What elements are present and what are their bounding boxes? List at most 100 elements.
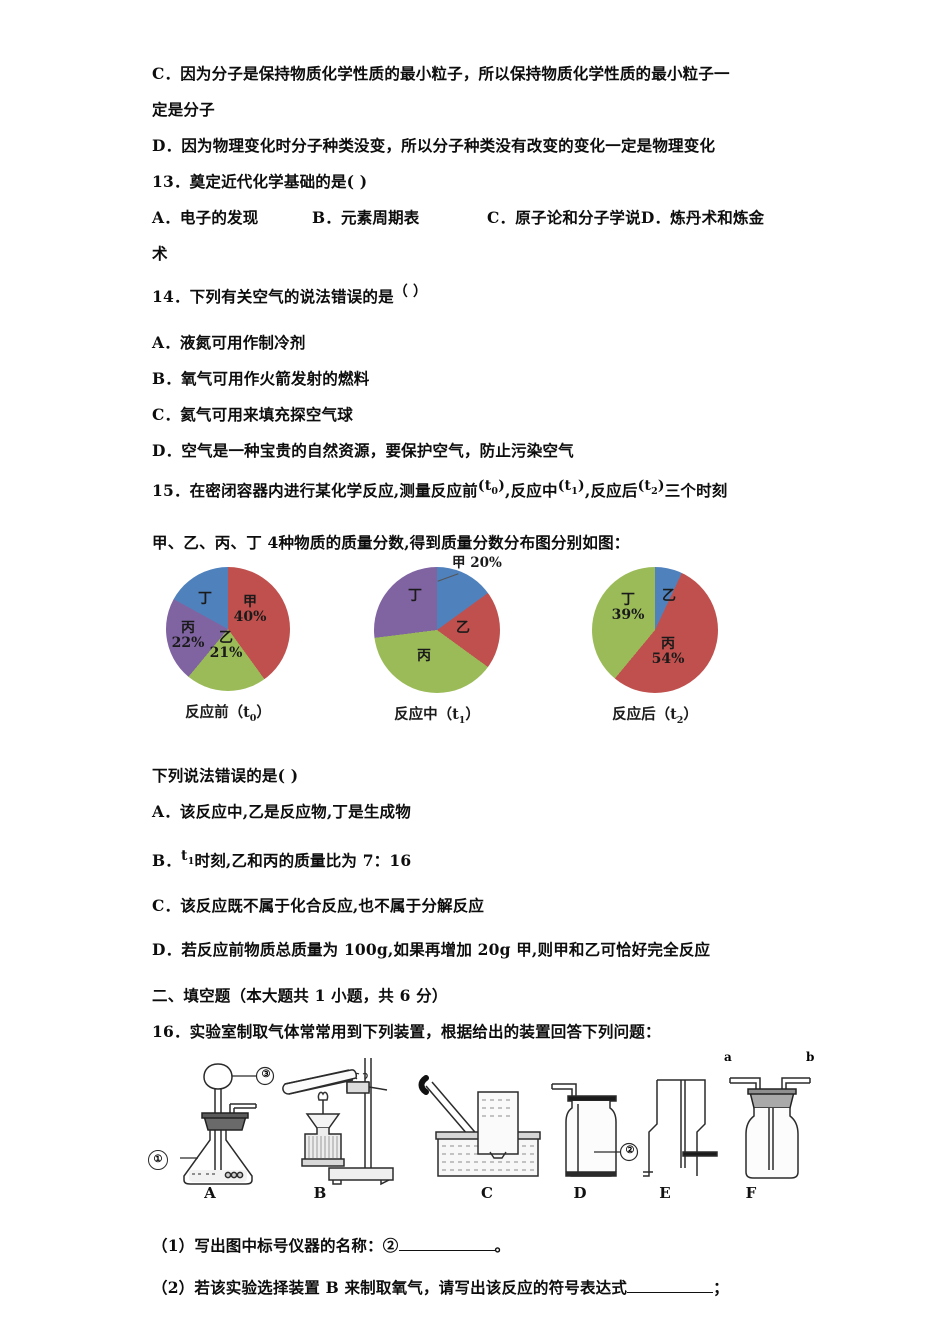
pie-3-ding-name: 丁	[621, 591, 635, 608]
apparatus-d-label-2: ②	[625, 1144, 635, 1156]
q15-option-d: D．若反应前物质总质量为 100g,如果再增加 20g 甲,则甲和乙可恰好完全反…	[152, 939, 711, 959]
q16-sub-1: （1）写出图中标号仪器的名称：②。	[152, 1228, 800, 1264]
pie-1-slice-yi: 乙 21%	[206, 630, 246, 661]
q14-option-d: D．空气是一种宝贵的自然资源，要保护空气，防止污染空气	[152, 441, 574, 461]
q15-t2-marker: (t2)	[637, 478, 665, 497]
q15-option-b-letter: B．	[152, 851, 182, 871]
pie-3-graphic: 乙 丙 54% 丁 39%	[592, 566, 718, 693]
q15-t2-close: )	[657, 478, 665, 495]
q16-sub-1-answer-blank[interactable]	[398, 1249, 495, 1251]
pie-3-caption-sub: 2	[676, 714, 684, 726]
q14-option-b: B．氧气可用作火箭发射的燃料	[152, 369, 370, 389]
q16-sub-2: （2）若该实验选择装置 B 来制取氧气，请写出该反应的符号表达式；	[152, 1270, 800, 1306]
q15-stem-line2: 甲、乙、丙、丁 4种物质的质量分数,得到质量分数分布图分别如图：	[152, 532, 630, 552]
q14-stem-parenthesis: （ ）	[393, 284, 428, 300]
apparatus-a: ③	[172, 1058, 284, 1190]
q15-stem-line1: 15．在密闭容器内进行某化学反应,测量反应前(t0),反应中(t1),反应后(t…	[152, 469, 800, 509]
pie-2-caption-main: 反应中（t	[394, 705, 459, 723]
pie-3-caption: 反应后（t2）	[592, 703, 718, 726]
pie-3-caption-end: ）	[683, 705, 698, 723]
pie-1-slice-jia: 甲 40%	[228, 593, 272, 625]
pie-1-bing-name: 丙	[181, 619, 195, 636]
q15-question-prompt: 下列说法错误的是( )	[152, 765, 299, 785]
pie-2-caption: 反应中（t1）	[374, 703, 500, 726]
apparatus-label-f: F	[745, 1183, 757, 1202]
apparatus-f-label-a: a	[724, 1049, 732, 1064]
q15-option-c: C．该反应既不属于化合反应,也不属于分解反应	[152, 895, 485, 915]
q14-option-a: A．液氮可用作制冷剂	[152, 333, 306, 353]
pie-1-jia-name: 甲	[243, 593, 257, 610]
pie-1-caption-main: 反应前（t	[185, 703, 250, 721]
pie-1-bing-value: 22%	[171, 634, 205, 651]
q14-stem: 14．下列有关空气的说法错误的是（ ）	[152, 272, 800, 317]
apparatus-d: ②	[548, 1074, 640, 1190]
apparatus-e	[639, 1072, 725, 1190]
pie-chart-after-reaction: 乙 丙 54% 丁 39% 反应后（t2）	[592, 566, 718, 726]
apparatus-f-label-b: b	[806, 1049, 815, 1064]
pie-3-slice-bing: 丙 54%	[648, 636, 688, 667]
apparatus-b	[277, 1056, 397, 1190]
pie-2-caption-sub: 1	[458, 714, 466, 726]
pie-1-slice-ding: 丁	[188, 590, 222, 607]
pie-2-graphic: 乙 丙 丁	[374, 566, 500, 693]
q13-option-d-continuation: 术	[152, 244, 168, 263]
q15-t1-subscript: 1	[571, 485, 579, 497]
apparatus-label-d: D	[573, 1183, 587, 1202]
pie-3-slice-ding: 丁 39%	[606, 591, 650, 623]
apparatus-a-label-1: ①	[148, 1149, 168, 1170]
q13-option-c: C．原子论和分子学说	[487, 208, 641, 227]
apparatus-label-c: C	[481, 1183, 493, 1202]
pie-3-caption-main: 反应后（t	[612, 705, 677, 723]
q15-option-b-subscript: 1	[187, 855, 195, 867]
pie-2-slice-ding: 丁	[400, 587, 430, 604]
q13-option-a: A．电子的发现	[152, 208, 259, 227]
apparatus-f: a b	[724, 1050, 824, 1190]
q15-t1-open: (t	[557, 478, 572, 495]
q16-sub-2-answer-blank[interactable]	[627, 1291, 714, 1293]
q15-t0-marker: (t0)	[477, 478, 505, 497]
q15-t2-subscript: 2	[651, 485, 658, 497]
apparatus-d-marker-2	[594, 1142, 639, 1161]
apparatus-a-label-3: ③	[261, 1068, 271, 1080]
pie-1-caption-end: ）	[256, 703, 271, 721]
apparatus-a-marker-3	[232, 1066, 275, 1085]
q16-sub-1-period: 。	[494, 1235, 511, 1255]
pie-2-bing-name: 丙	[417, 647, 431, 664]
q15-option-b-text: 时刻,乙和丙的质量比为 7：16	[194, 851, 412, 871]
pie-2-caption-end: ）	[465, 705, 480, 723]
q14-stem-text: 14．下列有关空气的说法错误的是	[152, 287, 394, 307]
q15-stem-part4: 三个时刻	[664, 481, 728, 501]
pie-2-yi-name: 乙	[456, 619, 470, 636]
q14-option-c: C．氦气可用来填充探空气球	[152, 405, 353, 425]
q16-stem: 16．实验室制取气体常常用到下列装置，根据给出的装置回答下列问题：	[152, 1021, 661, 1041]
apparatus-f-svg	[729, 1077, 811, 1179]
gas-apparatus-figure: ③ ①	[148, 1050, 814, 1206]
pie-2-outside-label-jia: 甲 20%	[452, 554, 502, 571]
q13-option-d: D．炼丹术和炼金	[640, 208, 765, 227]
pie-2-slice-bing: 丙	[407, 647, 441, 664]
q16-sub-1-text: （1）写出图中标号仪器的名称：	[152, 1235, 383, 1255]
apparatus-label-b: B	[313, 1183, 327, 1202]
pie-3-yi-name: 乙	[662, 587, 676, 604]
q15-t2-open: (t	[637, 478, 652, 495]
pie-2-ding-name: 丁	[408, 587, 422, 604]
pie-2-slice-yi: 乙	[448, 619, 478, 636]
q15-t0-open: (t	[477, 478, 492, 495]
pie-3-ding-value: 39%	[611, 606, 645, 623]
pie-1-ding-name: 丁	[198, 590, 212, 607]
q12-option-c: C．因为分子是保持物质化学性质的最小粒子，所以保持物质化学性质的最小粒子一	[152, 64, 730, 83]
apparatus-label-a: A	[204, 1183, 216, 1202]
apparatus-a-svg	[180, 1062, 275, 1185]
q15-stem-part3: ,反应后	[584, 481, 638, 501]
q15-t0-subscript: 0	[491, 485, 499, 497]
pie-chart-before-reaction: 甲 40% 乙 21% 丙 22% 丁 反应前（t0）	[166, 566, 290, 724]
pie-1-slice-bing: 丙 22%	[167, 619, 209, 651]
q15-t1-marker: (t1)	[557, 478, 585, 497]
page-content: C．因为分子是保持物质化学性质的最小粒子，所以保持物质化学性质的最小粒子一 定是…	[148, 56, 814, 1306]
pie-1-caption-sub: 0	[249, 712, 257, 724]
q15-t1-close: )	[578, 478, 585, 495]
q12-option-c-continuation: 定是分子	[152, 100, 215, 119]
pie-1-jia-value: 40%	[233, 608, 267, 625]
